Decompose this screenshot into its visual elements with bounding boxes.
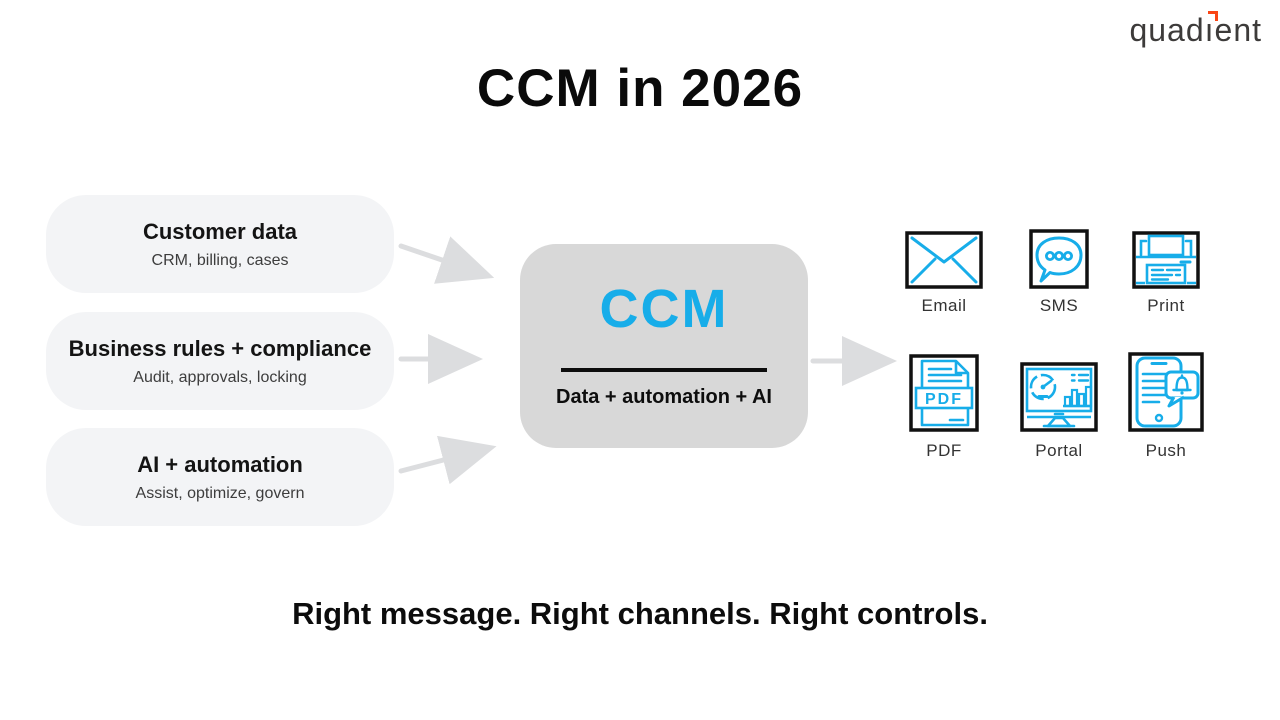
logo-accent-mark	[1207, 11, 1218, 21]
input-box-subtitle: CRM, billing, cases	[151, 251, 289, 269]
printer-icon	[1132, 227, 1200, 289]
channel-label: Print	[1147, 296, 1185, 315]
channel-email: Email	[874, 227, 1014, 317]
channel-label: Portal	[1035, 441, 1083, 460]
pdf-document-icon: PDF	[909, 352, 979, 432]
channel-portal: Portal	[989, 352, 1129, 462]
channel-label: Push	[1145, 441, 1187, 460]
channel-push: Push	[1096, 352, 1236, 462]
input-box-subtitle: Audit, approvals, locking	[133, 368, 307, 386]
arrow-ai-automation-to-ccm	[398, 435, 497, 485]
sms-chat-bubble-icon	[1029, 227, 1089, 289]
input-box-title: Customer data	[142, 218, 298, 244]
page-title: CCM in 2026	[476, 59, 804, 118]
logo-letter-i: ı	[1205, 11, 1218, 49]
input-box-title: AI + automation	[137, 451, 303, 477]
arrow-customer-data-to-ccm	[398, 236, 495, 284]
logo-text-before-i: quad	[1129, 12, 1205, 48]
input-box-ai-automation: AI + automation Assist, optimize, govern	[46, 428, 394, 526]
channel-label: PDF	[926, 441, 962, 460]
channel-label: SMS	[1039, 296, 1079, 315]
input-box-subtitle: Assist, optimize, govern	[135, 484, 305, 502]
tagline: Right message. Right channels. Right con…	[292, 596, 988, 631]
ccm-subtitle: Data + automation + AI	[556, 386, 772, 408]
portal-dashboard-icon	[1020, 352, 1098, 432]
input-box-title: Business rules + compliance	[68, 335, 372, 361]
ccm-center-box: CCM Data + automation + AI	[520, 244, 808, 448]
ccm-divider-line	[561, 368, 767, 372]
logo-text-after-i: ent	[1214, 12, 1262, 48]
channel-pdf: PDF PDF	[874, 352, 1014, 462]
channel-sms: SMS	[989, 227, 1129, 317]
channel-label: Email	[921, 296, 967, 315]
input-box-customer-data: Customer data CRM, billing, cases	[46, 195, 394, 293]
email-envelope-icon	[905, 227, 983, 289]
input-box-business-rules: Business rules + compliance Audit, appro…	[46, 312, 394, 410]
ccm-title: CCM	[599, 279, 729, 339]
channel-print: Print	[1096, 227, 1236, 317]
push-notification-icon	[1128, 352, 1204, 432]
pdf-icon-text: PDF	[925, 391, 963, 408]
